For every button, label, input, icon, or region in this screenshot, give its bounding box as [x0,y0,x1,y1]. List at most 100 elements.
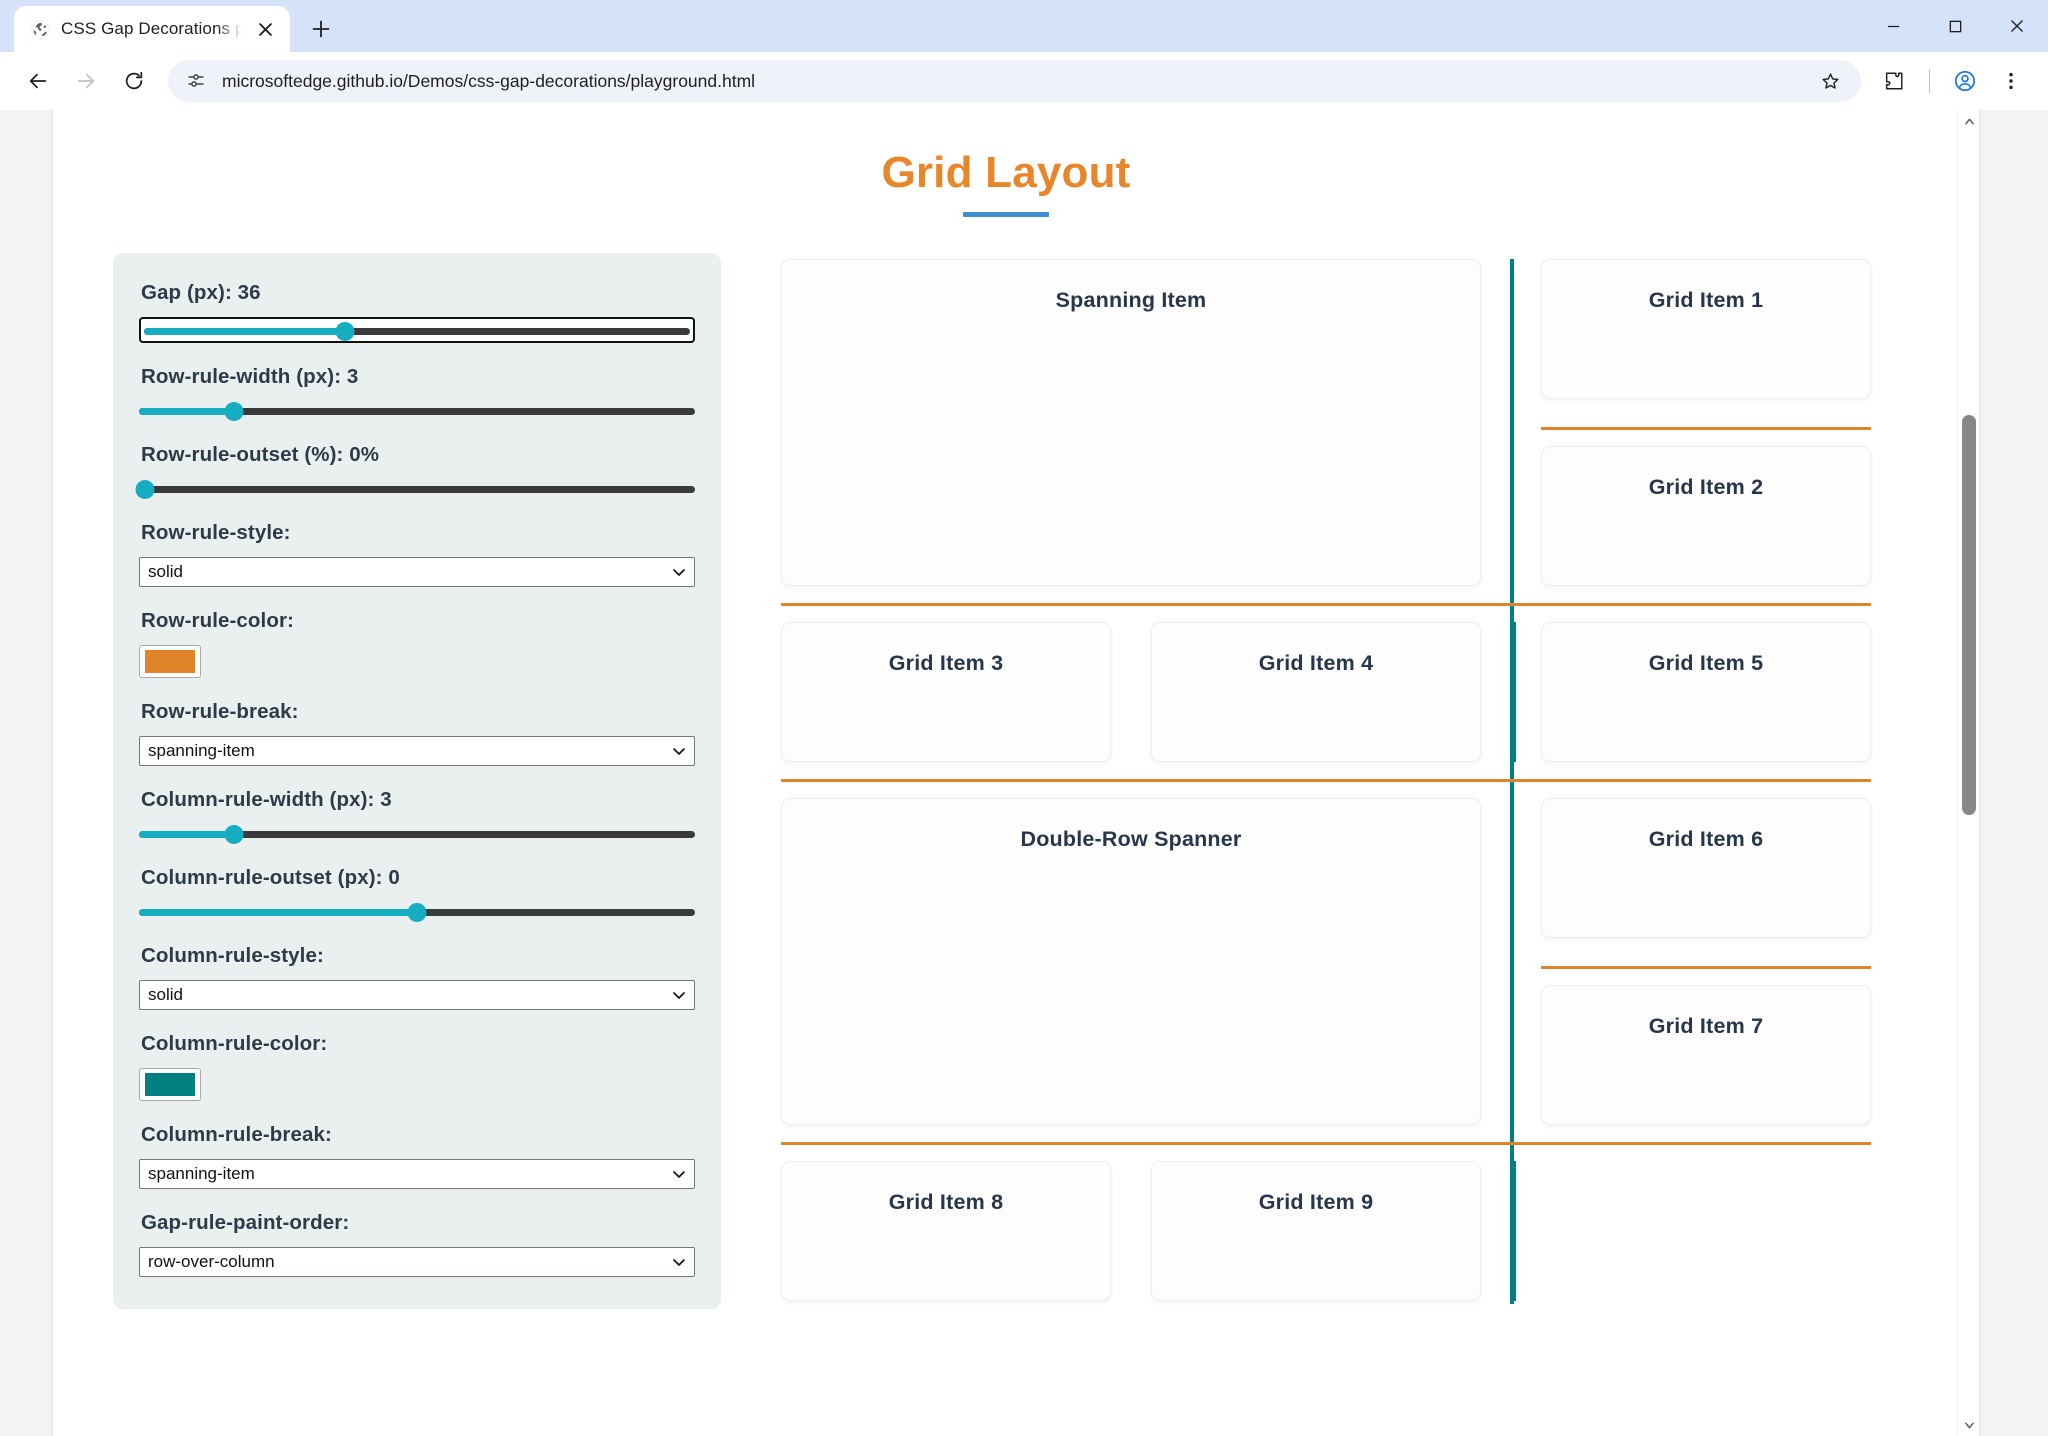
slider-column-rule-width[interactable] [139,824,695,844]
slider-thumb[interactable] [135,480,155,499]
site-settings-icon[interactable] [182,67,210,95]
select-column-rule-break[interactable]: spanning-item [139,1159,695,1189]
grid-item: Grid Item 1 [1541,259,1871,399]
browser-toolbar: microsoftedge.github.io/Demos/css-gap-de… [0,52,2048,110]
demo-grid: Spanning Item Grid Item 1 Grid Item 2 Grid … [781,259,1871,1304]
tab-close-icon[interactable] [252,16,278,42]
slider-row-rule-outset[interactable] [135,479,695,499]
control-gap: Gap (px): 36 [139,281,695,343]
chevron-down-icon [673,1171,685,1178]
url-text[interactable]: microsoftedge.github.io/Demos/css-gap-de… [222,70,756,91]
control-row-rule-outset: Row-rule-outset (%): 0% [135,443,695,499]
three-dot-menu-icon[interactable] [1990,60,2032,102]
slider-track [144,328,690,335]
grid-item: Grid Item 6 [1541,798,1871,938]
control-column-rule-width: Column-rule-width (px): 3 [139,788,695,844]
control-label-column-rule-break: Column-rule-break: [141,1123,332,1146]
omnibox-actions [1809,60,1851,102]
chevron-down-icon [673,1259,685,1266]
back-arrow-icon[interactable] [16,59,60,103]
page-scrollbar[interactable] [1957,110,1979,1436]
chevron-down-icon [673,992,685,999]
select-column-rule-style[interactable]: solid [139,980,695,1010]
slider-track [139,831,695,838]
star-icon[interactable] [1809,60,1851,102]
row-rule [1541,966,1871,969]
grid-item: Grid Item 3 [781,622,1111,762]
select-row-rule-break[interactable]: spanning-item [139,736,695,766]
window-close-icon[interactable] [1986,0,2048,52]
page-left-gutter [0,110,52,1436]
select-gap-rule-paint-order[interactable]: row-over-column [139,1247,695,1277]
slider-fill [139,831,234,838]
address-bar[interactable]: microsoftedge.github.io/Demos/css-gap-de… [168,60,1861,102]
color-swatch-row-rule-color[interactable] [139,645,201,678]
slider-column-rule-outset[interactable] [139,902,695,922]
grid-demo-wrapper: Spanning Item Grid Item 1 Grid Item 2 Grid … [781,253,1899,1304]
select-value-row-rule-break: spanning-item [148,741,255,760]
profile-avatar-icon[interactable] [1944,60,1986,102]
grid-item: Grid Item 9 [1151,1161,1481,1301]
maximize-icon[interactable] [1924,0,1986,52]
slider-track [139,486,695,493]
select-row-rule-style[interactable]: solid [139,557,695,587]
control-column-rule-outset: Column-rule-outset (px): 0 [139,866,695,922]
control-label-row-rule-outset: Row-rule-outset (%): 0% [141,443,380,466]
grid-item: Grid Item 7 [1541,985,1871,1125]
control-label-column-rule-color: Column-rule-color: [141,1032,328,1055]
grid-item: Grid Item 4 [1151,622,1481,762]
scroll-up-arrow-icon[interactable] [1958,110,1980,132]
row-rule [781,1142,1871,1145]
column-rule [1512,1161,1516,1301]
reload-icon[interactable] [112,59,156,103]
title-underline [963,212,1049,217]
minimize-icon[interactable] [1862,0,1924,52]
chevron-down-icon [673,748,685,755]
control-row-rule-break: Row-rule-break: spanning-item [139,700,695,766]
tab-title: CSS Gap Decorations playground [61,19,242,38]
chevron-down-icon [673,569,685,576]
control-label-row-rule-style: Row-rule-style: [141,521,291,544]
slider-thumb[interactable] [335,322,355,341]
slider-fill [139,408,234,415]
control-label-column-rule-outset: Column-rule-outset (px): 0 [141,866,400,889]
slider-thumb[interactable] [224,402,244,421]
grid-item: Grid Item 5 [1541,622,1871,762]
grid-item: Grid Item 2 [1541,446,1871,586]
select-value-column-rule-break: spanning-item [148,1164,255,1183]
control-label-row-rule-width: Row-rule-width (px): 3 [141,365,359,388]
slider-thumb[interactable] [224,825,244,844]
control-row-rule-color: Row-rule-color: [139,609,695,678]
new-tab-button[interactable] [302,10,340,48]
control-column-rule-style: Column-rule-style:solid [139,944,695,1010]
window-controls [1862,0,2048,52]
control-column-rule-break: Column-rule-break: spanning-item [139,1123,695,1189]
grid-item: Grid Item 8 [781,1161,1111,1301]
extensions-puzzle-icon[interactable] [1873,60,1915,102]
color-swatch-fill [145,1073,195,1096]
slider-thumb[interactable] [407,903,427,922]
control-label-column-rule-width: Column-rule-width (px): 3 [141,788,392,811]
playground-layout: Gap (px): 36 Row-rule-width (px): 3 Row-ru… [113,253,1899,1309]
controls-panel: Gap (px): 36 Row-rule-width (px): 3 Row-ru… [113,253,721,1309]
select-value-gap-rule-paint-order: row-over-column [148,1252,275,1271]
color-swatch-column-rule-color[interactable] [139,1068,201,1101]
slider-fill [144,328,349,335]
slider-row-rule-width[interactable] [139,401,695,421]
slider-gap[interactable] [139,317,695,343]
browser-tab[interactable]: CSS Gap Decorations playground [14,6,290,52]
forward-arrow-icon[interactable] [64,59,108,103]
control-gap-rule-paint-order: Gap-rule-paint-order:row-over-column [139,1211,695,1277]
row-rule [781,603,1871,606]
scrollbar-thumb[interactable] [1962,415,1976,815]
tab-strip: CSS Gap Decorations playground [0,0,2048,52]
scroll-down-arrow-icon[interactable] [1958,1414,1980,1436]
control-label-row-rule-break: Row-rule-break: [141,700,299,723]
control-label-gap: Gap (px): 36 [141,281,261,304]
globe-icon [30,19,51,40]
grid-item: Spanning Item [781,259,1481,586]
slider-track [139,408,695,415]
